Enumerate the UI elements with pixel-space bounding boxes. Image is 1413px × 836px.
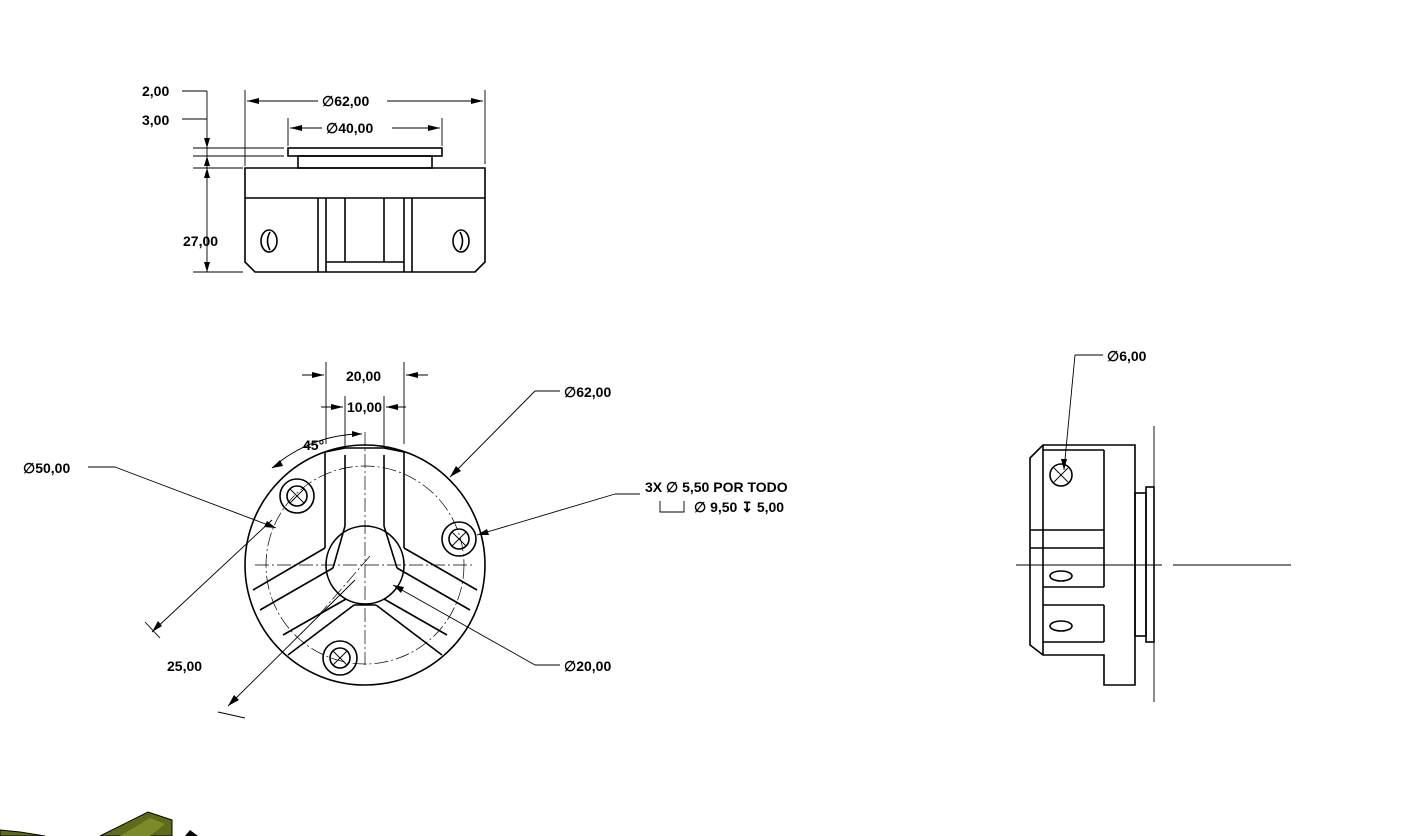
front-view-body xyxy=(244,167,486,273)
dim-slot-20: 20,00 xyxy=(346,368,381,384)
slot-walls xyxy=(332,525,398,606)
model-thumbnail xyxy=(0,811,198,836)
front-view: ∅62,00 ∅40,00 2,00 3,00 27,00 xyxy=(142,83,486,273)
dim-dia-62-top: ∅62,00 xyxy=(564,384,611,400)
dim-slot-10: 10,00 xyxy=(347,399,382,415)
dim-thickness-3: 3,00 xyxy=(142,112,169,128)
bolt-hole-1 xyxy=(279,478,315,514)
side-view-boss xyxy=(1134,492,1147,637)
slot-top xyxy=(324,447,405,548)
slot-lower-right xyxy=(375,547,478,656)
dim-angle-45: 45° xyxy=(303,437,324,453)
dim-dia-40-front: ∅40,00 xyxy=(326,120,373,136)
side-view: ∅6,00 xyxy=(1016,348,1291,702)
dim-height-27: 27,00 xyxy=(183,233,218,249)
front-hole-right xyxy=(452,229,470,253)
side-hole-low xyxy=(1049,620,1073,632)
side-hole-top xyxy=(1049,463,1073,487)
dim-dia-6: ∅6,00 xyxy=(1107,348,1147,364)
side-hole-mid xyxy=(1049,570,1073,582)
dim-dia-50: ∅50,00 xyxy=(23,460,70,476)
hole-note-line-2: ∅ 9,50 ↧ 5,00 xyxy=(694,499,784,515)
front-view-flange xyxy=(287,147,443,157)
front-view-boss xyxy=(297,155,433,169)
front-hole-left xyxy=(260,229,278,253)
slot-lower-left xyxy=(252,547,355,656)
counterbore-symbol xyxy=(659,501,685,513)
top-view: 20,00 10,00 45° ∅62,00 ∅50,00 3X ∅ 5,50 … xyxy=(23,362,788,719)
dim-radius-25: 25,00 xyxy=(167,658,202,674)
dim-thickness-2: 2,00 xyxy=(142,83,169,99)
bolt-hole-3 xyxy=(322,640,358,676)
dim-dia-62-front: ∅62,00 xyxy=(322,93,369,109)
hole-note-line-1: 3X ∅ 5,50 POR TODO xyxy=(645,479,788,495)
dim-dia-20: ∅20,00 xyxy=(564,658,611,674)
bolt-hole-2 xyxy=(441,521,477,557)
side-view-flange xyxy=(1145,486,1155,643)
